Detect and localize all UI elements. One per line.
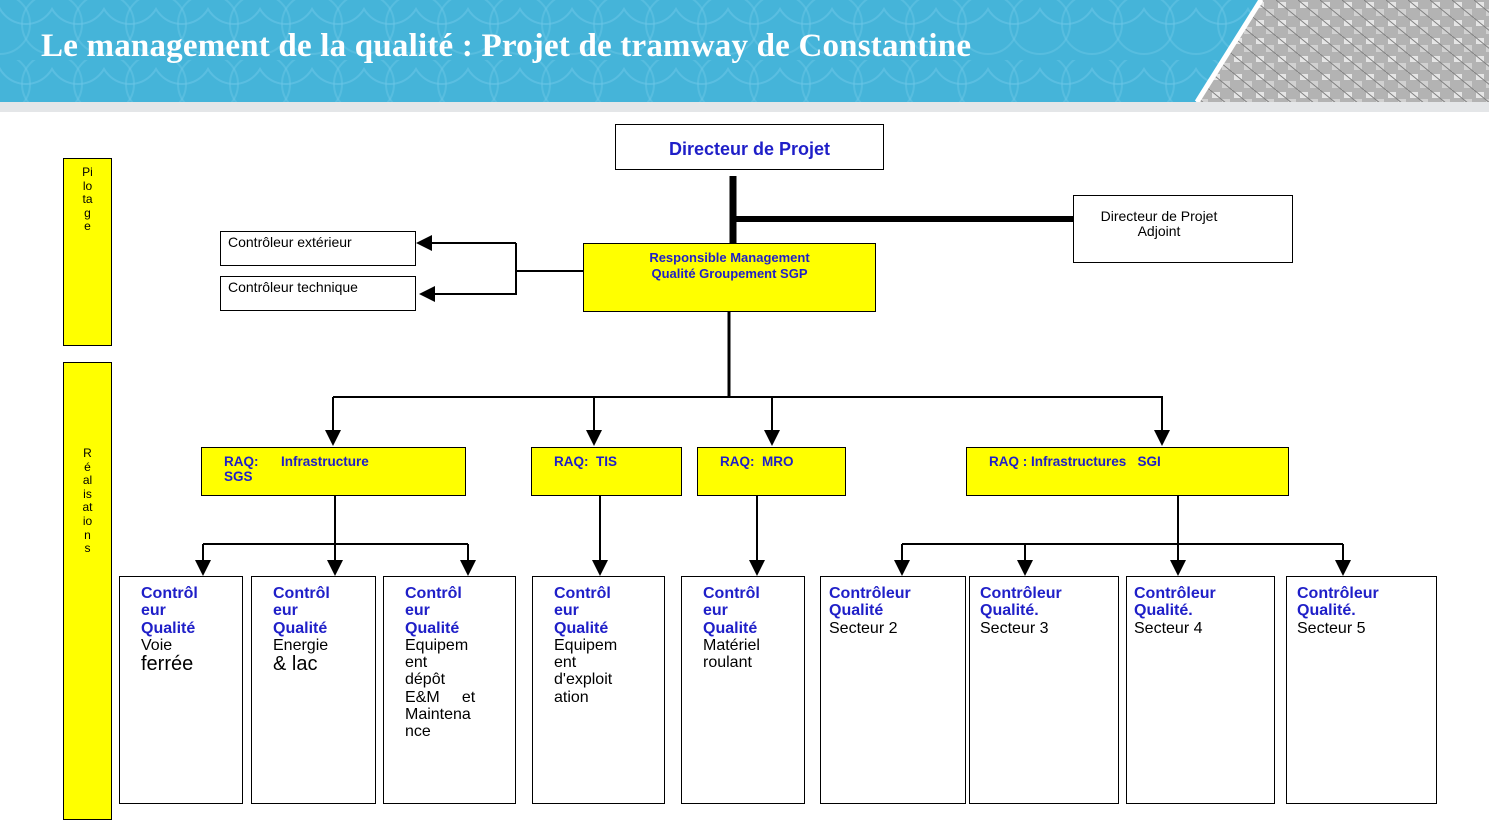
directeur-adjoint-box: Directeur de Projet Adjoint xyxy=(1073,195,1293,263)
pilotage-label: Pilotage xyxy=(82,165,93,234)
slide-title: Le management de la qualité : Projet de … xyxy=(41,28,972,64)
controleur-qualite-subtitle: Secteur 3 xyxy=(980,619,1049,637)
controleur-exterieur-label: Contrôleur extérieur xyxy=(228,234,352,250)
raq-mro-label: RAQ: MRO xyxy=(720,454,794,469)
controleur-qualite-title: Contrôleur Qualité. xyxy=(1134,585,1216,620)
controleur-qualite-voie-ferree-box: Contrôl eur Qualité Voie ferrée xyxy=(119,576,243,804)
pilotage-label-bar: Pilotage xyxy=(63,158,112,346)
controleur-qualite-subtitle-large: ferrée xyxy=(141,653,194,676)
raq-tis-label: RAQ: TIS xyxy=(554,454,617,469)
slide-header: Le management de la qualité : Projet de … xyxy=(0,0,1489,102)
controleur-qualite-title: Contrôl eur Qualité xyxy=(141,585,198,637)
raq-infrastructures-sgi-box: RAQ : Infrastructures SGI xyxy=(966,447,1289,496)
directeur-de-projet-label: Directeur de Projet xyxy=(668,139,831,159)
controleur-qualite-title: Contrôleur Qualité xyxy=(829,585,911,620)
header-banner xyxy=(0,0,1489,102)
controleur-qualite-subtitle: Matériel roulant xyxy=(703,636,760,672)
raq-infrastructures-sgi-label: RAQ : Infrastructures SGI xyxy=(989,454,1161,469)
controleur-exterieur-box: Contrôleur extérieur xyxy=(220,231,416,266)
responsable-management-qualite-label: Responsible Management Qualité Groupemen… xyxy=(649,250,810,281)
controleur-qualite-subtitle: Secteur 2 xyxy=(829,619,898,637)
controleur-qualite-subtitle: Secteur 5 xyxy=(1297,619,1366,637)
raq-tis-box: RAQ: TIS xyxy=(531,447,682,496)
controleur-qualite-depot-box: Contrôl eur Qualité Equipem ent dépôt E&… xyxy=(383,576,516,804)
realisations-label-bar: Réalisations xyxy=(63,362,112,820)
controleur-qualite-exploitation-box: Contrôl eur Qualité Equipem ent d'exploi… xyxy=(532,576,665,804)
controleur-qualite-title: Contrôleur Qualité. xyxy=(1297,585,1379,620)
controleur-qualite-materiel-roulant-box: Contrôl eur Qualité Matériel roulant xyxy=(681,576,805,804)
controleur-qualite-title: Contrôl eur Qualité xyxy=(405,585,462,637)
directeur-adjoint-label: Directeur de Projet Adjoint xyxy=(1100,208,1218,239)
controleur-qualite-secteur-2-box: Contrôleur Qualité Secteur 2 xyxy=(820,576,966,804)
controleur-qualite-title: Contrôleur Qualité. xyxy=(980,585,1062,620)
controleur-qualite-secteur-5-box: Contrôleur Qualité. Secteur 5 xyxy=(1286,576,1437,804)
controleur-qualite-subtitle-large: & lac xyxy=(273,653,318,676)
raq-mro-box: RAQ: MRO xyxy=(697,447,846,496)
controleur-qualite-subtitle: Energie xyxy=(273,636,329,654)
controleur-qualite-secteur-4-box: Contrôleur Qualité. Secteur 4 xyxy=(1126,576,1275,804)
controleur-qualite-subtitle: Secteur 4 xyxy=(1134,619,1203,637)
controleur-qualite-title: Contrôl eur Qualité xyxy=(554,585,611,637)
controleur-qualite-subtitle: Equipem ent d'exploit ation xyxy=(554,636,618,706)
raq-infrastructure-sgs-box: RAQ: Infrastructure SGS xyxy=(201,447,466,496)
controleur-technique-label: Contrôleur technique xyxy=(228,279,358,295)
controleur-qualite-secteur-3-box: Contrôleur Qualité. Secteur 3 xyxy=(969,576,1119,804)
controleur-qualite-title: Contrôl eur Qualité xyxy=(273,585,330,637)
controleur-qualite-energie-box: Contrôl eur Qualité Energie & lac xyxy=(251,576,376,804)
realisations-label: Réalisations xyxy=(82,446,93,556)
responsable-management-qualite-box: Responsible Management Qualité Groupemen… xyxy=(583,243,876,312)
directeur-de-projet-box: Directeur de Projet xyxy=(615,124,884,170)
controleur-qualite-title: Contrôl eur Qualité xyxy=(703,585,760,637)
header-divider xyxy=(0,102,1489,112)
controleur-technique-box: Contrôleur technique xyxy=(220,276,416,311)
controleur-qualite-subtitle: Voie xyxy=(141,636,173,654)
raq-infrastructure-sgs-label: RAQ: Infrastructure SGS xyxy=(224,454,369,484)
controleur-qualite-subtitle: Equipem ent dépôt E&M et Maintena nce xyxy=(405,636,476,741)
